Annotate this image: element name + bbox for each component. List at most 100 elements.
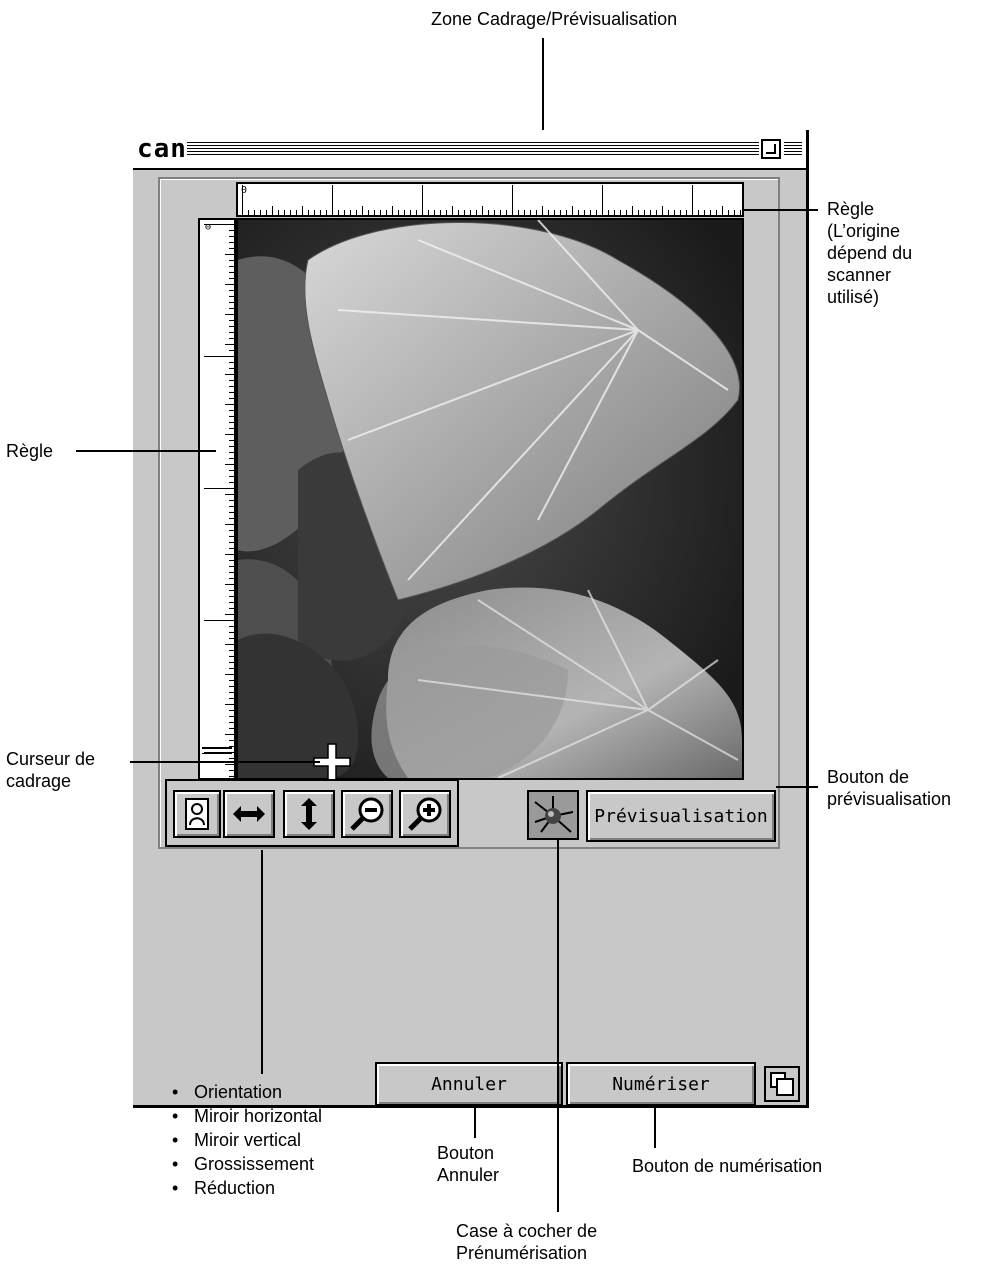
callout-cancel-button-line2: Annuler — [437, 1165, 500, 1185]
ruler-marker-2 — [202, 753, 232, 754]
zoom-in-icon — [408, 797, 442, 831]
ruler-tick — [248, 210, 249, 215]
ruler-tick — [229, 368, 234, 369]
scan-button[interactable]: Numériser — [566, 1062, 756, 1106]
ruler-tick — [229, 512, 234, 513]
ruler-tick — [644, 210, 645, 215]
ruler-tick — [650, 210, 651, 215]
ruler-tick — [229, 248, 234, 249]
leader-crop-cursor — [130, 761, 320, 763]
ruler-tick — [229, 530, 234, 531]
orientation-icon — [185, 798, 209, 830]
ruler-tick — [614, 210, 615, 215]
ruler-tick — [229, 746, 234, 747]
ruler-tick — [698, 210, 699, 215]
ruler-tick — [229, 266, 234, 267]
cancel-button[interactable]: Annuler — [375, 1062, 563, 1106]
ruler-tick — [530, 210, 531, 215]
orientation-button[interactable] — [173, 790, 221, 838]
ruler-tick — [542, 206, 543, 215]
ruler-tick — [596, 210, 597, 215]
preview-area[interactable] — [236, 218, 744, 780]
ruler-tick — [229, 296, 234, 297]
ruler-tick — [229, 560, 234, 561]
ruler-tick — [584, 210, 585, 215]
ruler-tick — [229, 632, 234, 633]
ruler-tick — [229, 716, 234, 717]
zoom-in-button[interactable] — [399, 790, 451, 838]
ruler-tick — [602, 185, 603, 215]
callout-cancel-button: Bouton Annuler — [437, 1142, 499, 1186]
ruler-tick — [638, 210, 639, 215]
ruler-tick — [716, 210, 717, 215]
mirror-horizontal-button[interactable] — [223, 790, 275, 838]
leader-preview-button — [776, 786, 818, 788]
leader-scan-button — [654, 1106, 656, 1148]
tools-list-item: Miroir horizontal — [172, 1104, 322, 1128]
ruler-tick — [686, 210, 687, 215]
callout-prescan-checkbox: Case à cocher de Prénumérisation — [456, 1220, 597, 1264]
title-stripes — [187, 142, 759, 156]
ruler-tick — [482, 206, 483, 215]
ruler-tick — [512, 185, 513, 215]
ruler-tick — [225, 434, 234, 435]
ruler-tick — [680, 210, 681, 215]
ruler-tick — [320, 210, 321, 215]
ruler-tick — [284, 210, 285, 215]
preview-button[interactable]: Prévisualisation — [586, 790, 776, 842]
ruler-tick — [428, 210, 429, 215]
prescan-aperture-icon — [529, 792, 577, 838]
ruler-tick — [204, 620, 234, 621]
title-bar[interactable]: can — [133, 130, 806, 170]
ruler-tick — [314, 210, 315, 215]
ruler-tick — [554, 210, 555, 215]
ruler-tick — [356, 210, 357, 215]
ruler-tick — [229, 680, 234, 681]
prescan-checkbox[interactable] — [527, 790, 579, 840]
ruler-tick — [290, 210, 291, 215]
ruler-tick — [506, 210, 507, 215]
zoom-box-icon[interactable] — [761, 139, 781, 159]
ruler-tick — [225, 374, 234, 375]
resize-icon[interactable] — [764, 1066, 800, 1102]
ruler-tick — [229, 698, 234, 699]
ruler-tick — [229, 326, 234, 327]
zoom-out-button[interactable] — [341, 790, 393, 838]
callout-prescan-line1: Case à cocher de — [456, 1221, 598, 1241]
ruler-tick — [362, 206, 363, 215]
leader-cancel-button — [474, 1106, 476, 1138]
callout-preview-button-line1: Bouton de — [827, 767, 910, 787]
ruler-tick — [524, 210, 525, 215]
ruler-tick — [225, 614, 234, 615]
ruler-tick — [229, 596, 234, 597]
ruler-tick — [734, 210, 735, 215]
ruler-tick — [500, 210, 501, 215]
ruler-tick — [229, 506, 234, 507]
ruler-tick — [229, 668, 234, 669]
ruler-tick — [229, 320, 234, 321]
ruler-vertical: ⊖ — [198, 218, 236, 780]
ruler-tick — [740, 210, 741, 215]
ruler-tick — [398, 210, 399, 215]
ruler-tick — [410, 210, 411, 215]
ruler-tick — [374, 210, 375, 215]
ruler-tick — [386, 210, 387, 215]
mirror-vertical-icon — [301, 798, 317, 830]
callout-ruler-right-line2: (L’origine — [827, 221, 901, 241]
ruler-tick — [229, 602, 234, 603]
ruler-tick — [229, 470, 234, 471]
ruler-tick — [626, 210, 627, 215]
mirror-vertical-button[interactable] — [283, 790, 335, 838]
ruler-tick — [229, 428, 234, 429]
ruler-tick — [229, 482, 234, 483]
tools-list-item: Miroir vertical — [172, 1128, 322, 1152]
ruler-tick — [229, 338, 234, 339]
ruler-tick — [392, 206, 393, 215]
ruler-tick — [225, 554, 234, 555]
ruler-tick — [608, 210, 609, 215]
ruler-tick — [422, 185, 423, 215]
ruler-tick — [225, 464, 234, 465]
ruler-tick — [368, 210, 369, 215]
ruler-tick — [620, 210, 621, 215]
ruler-tick — [229, 770, 234, 771]
